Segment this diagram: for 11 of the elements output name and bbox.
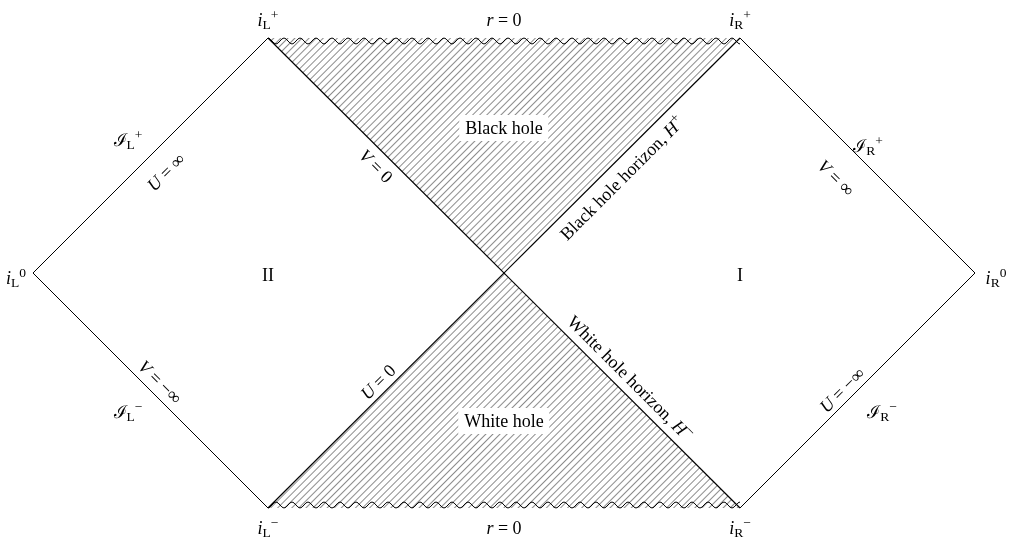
region-label: White hole [458,408,550,434]
region-label: I [737,266,743,284]
boundary-label: U = ∞ [143,149,189,195]
boundary-label: U = −∞ [816,364,868,416]
region-label: II [262,266,274,284]
region-label: Black hole [459,115,549,141]
singularity-label: r = 0 [486,519,522,537]
horizon-label: V = 0 [355,145,397,187]
singularity-label: r = 0 [486,11,522,29]
boundary-label: V = ∞ [814,156,858,200]
horizon-label: U = 0 [357,361,399,403]
